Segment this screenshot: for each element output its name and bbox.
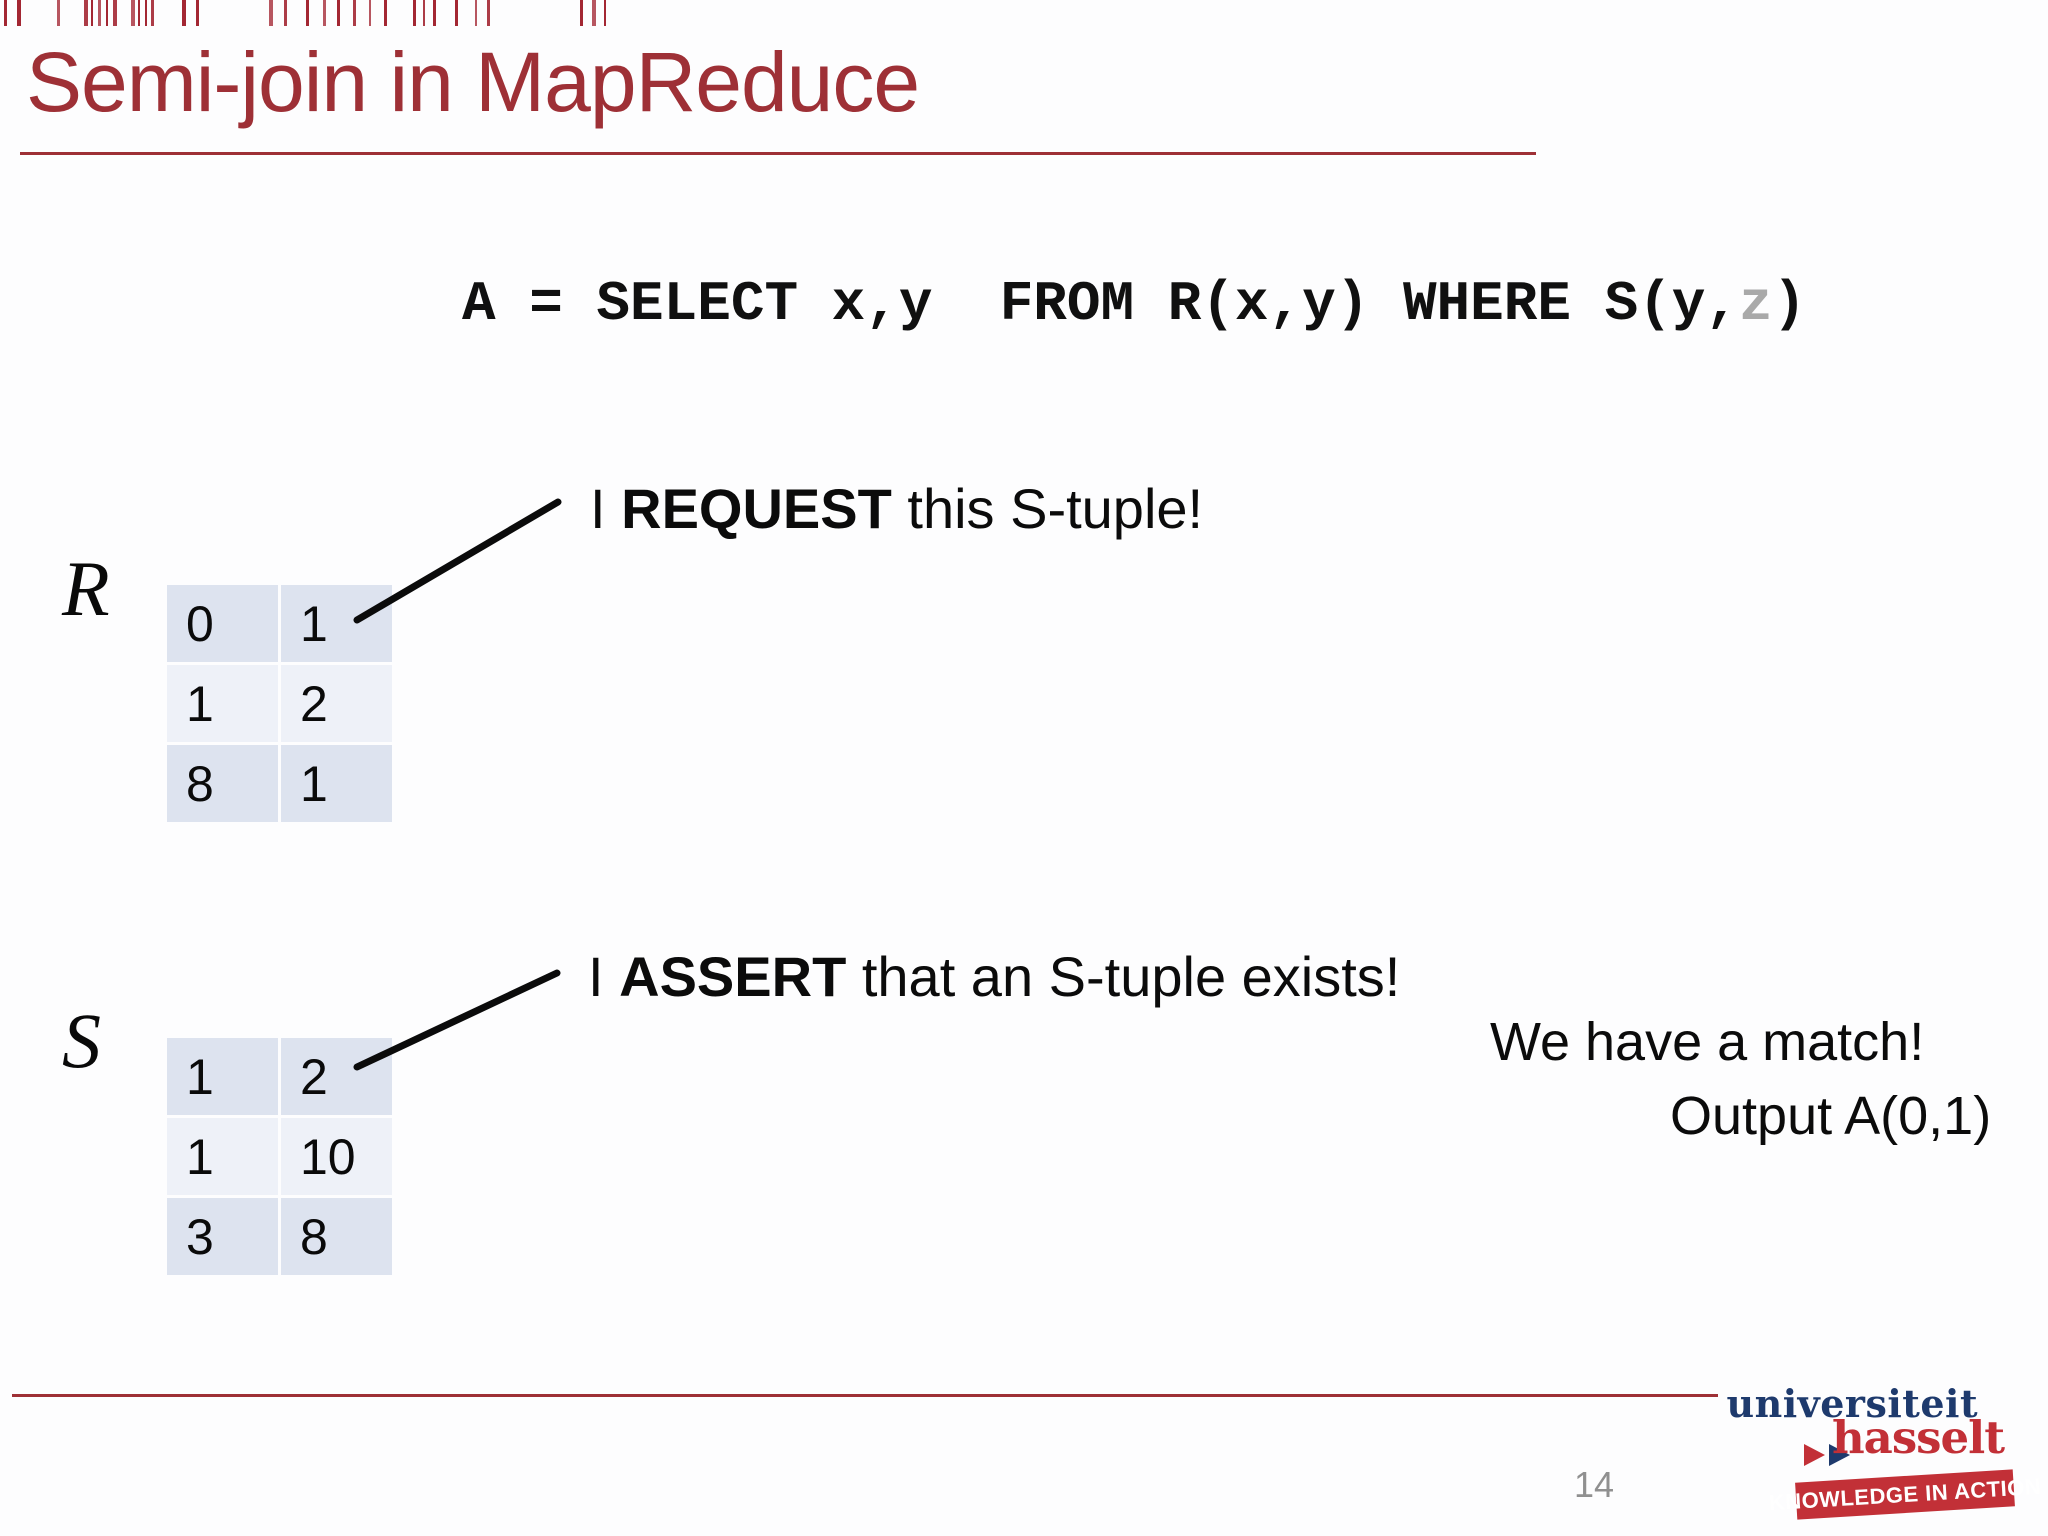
table-cell: 2 (281, 1038, 392, 1115)
table-cell: 1 (281, 745, 392, 822)
logo-triangle-blue-icon (1829, 1444, 1850, 1466)
assert-pre: I (588, 945, 620, 1008)
table-cell: 10 (281, 1118, 392, 1195)
request-keyword: REQUEST (621, 477, 892, 540)
relation-label-s: S (62, 997, 101, 1084)
output-text: Output A(0,1) (1670, 1086, 1992, 1146)
sql-query-faded-z: z (1739, 272, 1773, 336)
page-title: Semi-join in MapReduce (26, 35, 920, 129)
footer-divider (12, 1394, 1718, 1397)
relation-label-r: R (62, 545, 110, 632)
sql-query: A = SELECT x,y FROM R(x,y) WHERE S(y,z) (462, 272, 1806, 336)
logo-hasselt-text: hasselt (1831, 1411, 2005, 1464)
table-cell: 2 (281, 665, 392, 742)
table-cell: 1 (281, 585, 392, 662)
match-text: We have a match! (1490, 1012, 1925, 1072)
logo-universiteit-text: universiteit (1726, 1381, 1978, 1426)
request-annotation: I REQUEST this S-tuple! (590, 479, 1203, 539)
table-cell: 1 (167, 1038, 278, 1115)
table-cell: 0 (167, 585, 278, 662)
page-number: 14 (1574, 1464, 1615, 1505)
sql-query-main: A = SELECT x,y FROM R(x,y) WHERE S(y, (462, 272, 1740, 336)
uhasselt-logo: universiteit hasselt KNOWLEDGE IN ACTION (1680, 1381, 2042, 1524)
assert-annotation: I ASSERT that an S-tuple exists! (588, 947, 1400, 1007)
logo-banner: KNOWLEDGE IN ACTION (1768, 1469, 2042, 1520)
request-post: this S-tuple! (891, 477, 1204, 540)
assert-post: that an S-tuple exists! (846, 945, 1401, 1008)
sql-query-close: ) (1772, 272, 1807, 336)
table-cell: 8 (167, 745, 278, 822)
logo-triangle-red-icon (1804, 1444, 1825, 1466)
table-cell: 3 (167, 1198, 278, 1275)
table-cell: 1 (167, 665, 278, 742)
table-cell: 8 (281, 1198, 392, 1275)
table-cell: 1 (167, 1118, 278, 1195)
request-pre: I (590, 477, 622, 540)
title-divider (20, 152, 1536, 155)
barcode-decoration (0, 0, 700, 26)
assert-keyword: ASSERT (619, 945, 847, 1008)
